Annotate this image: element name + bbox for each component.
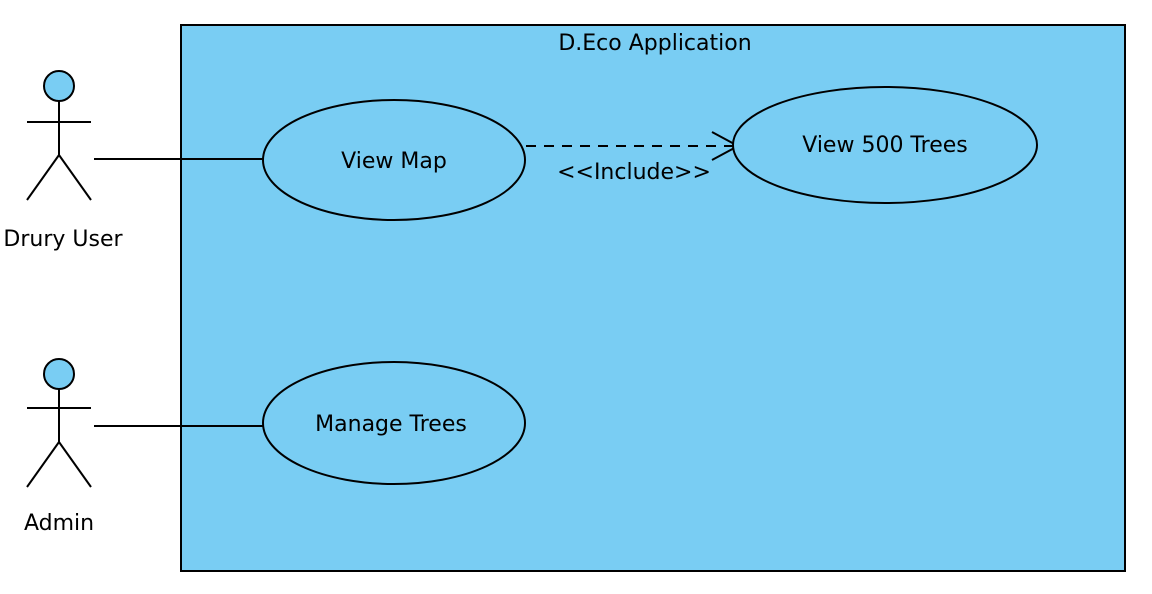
actor-drury-user[interactable]: Drury User: [3, 70, 124, 252]
use-case-ellipse: [262, 361, 526, 485]
use-case-view-500-trees[interactable]: View 500 Trees: [732, 86, 1038, 204]
use-case-label: View Map: [341, 149, 447, 174]
actor-label: Admin: [24, 511, 94, 536]
include-relationship: <<Include>>: [526, 131, 741, 185]
use-case-view-map[interactable]: View Map: [262, 99, 526, 221]
use-case-label: Manage Trees: [315, 412, 467, 437]
use-case-ellipse: [262, 99, 526, 221]
include-label: <<Include>>: [557, 160, 711, 185]
stick-figure-icon: [26, 70, 92, 201]
use-case-manage-trees[interactable]: Manage Trees: [262, 361, 526, 485]
use-case-label: View 500 Trees: [802, 133, 967, 158]
actor-admin[interactable]: Admin: [24, 358, 94, 536]
actor-label: Drury User: [3, 227, 123, 252]
use-case-ellipse: [732, 86, 1038, 204]
system-title: D.Eco Application: [558, 31, 751, 56]
stick-figure-icon: [26, 358, 92, 488]
